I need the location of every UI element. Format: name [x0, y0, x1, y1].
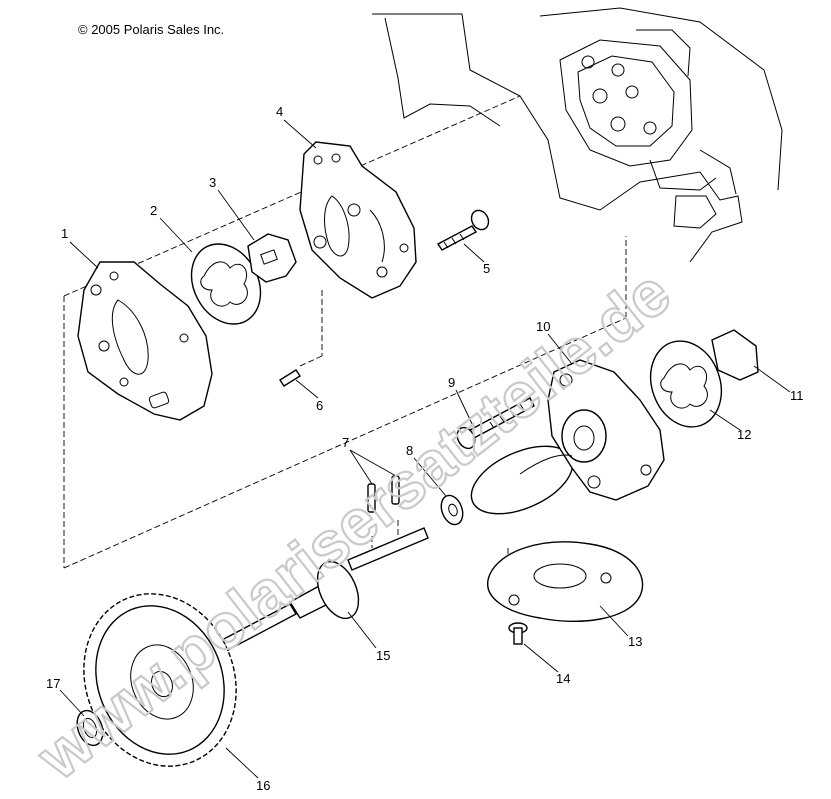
part-14-screw	[508, 622, 528, 645]
part-8-washer	[440, 494, 464, 526]
part-13-cover-plate	[487, 541, 644, 623]
part-3-inner-rotor	[247, 233, 297, 283]
callout-1: 1	[61, 226, 68, 241]
callout-17: 17	[46, 676, 60, 691]
callout-11: 11	[790, 388, 804, 403]
callout-2: 2	[150, 203, 157, 218]
engine-case	[372, 7, 783, 263]
callout-8: 8	[406, 443, 413, 458]
callout-5: 5	[483, 261, 490, 276]
callout-4: 4	[276, 104, 283, 119]
alignment-lines	[63, 95, 627, 608]
part-11-inner-rotor	[711, 329, 759, 381]
callout-12: 12	[737, 427, 751, 442]
part-7-pins	[367, 475, 400, 513]
callout-15: 15	[376, 648, 390, 663]
callout-9: 9	[448, 375, 455, 390]
callout-13: 13	[628, 634, 642, 649]
leader-lines	[59, 119, 791, 779]
callout-6: 6	[316, 398, 323, 413]
part-1-pump-body	[77, 261, 213, 421]
callout-numbers: 1 2 3 4 5 6 7 8 9 10 11 12 13 14 15 16 1…	[46, 104, 804, 793]
part-6-dowel-pin	[279, 369, 301, 387]
part-5-bolt	[436, 209, 490, 251]
part-4-pump-plate	[299, 141, 417, 299]
part-17-ring	[76, 709, 104, 747]
callout-14: 14	[556, 671, 570, 686]
callout-3: 3	[209, 175, 216, 190]
callout-10: 10	[536, 319, 550, 334]
callout-7: 7	[342, 435, 349, 450]
callout-16: 16	[256, 778, 270, 793]
copyright-notice: © 2005 Polaris Sales Inc.	[78, 22, 225, 37]
part-9-long-bolt	[456, 397, 535, 450]
part-16-drive-gear	[83, 593, 237, 767]
part-10-pump-housing	[470, 359, 665, 515]
part-12-outer-rotor	[649, 340, 723, 428]
part-15-shaft	[221, 527, 429, 651]
